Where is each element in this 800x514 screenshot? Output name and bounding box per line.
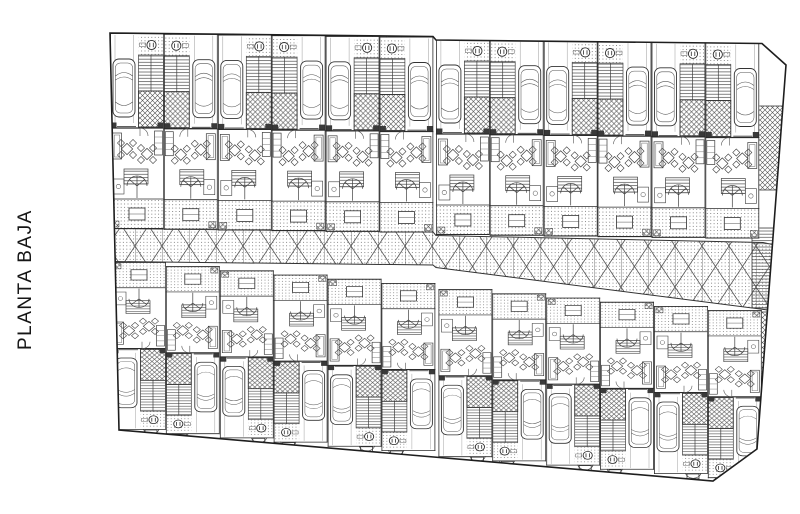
housing-unit: [489, 33, 545, 237]
housing-unit: [437, 288, 494, 463]
housing-unit: [272, 273, 329, 448]
housing-unit: [707, 309, 763, 481]
housing-unit: [653, 305, 709, 480]
site-outline: [109, 32, 787, 482]
housing-unit: [163, 33, 219, 231]
housing-unit: [217, 33, 273, 232]
housing-unit: [435, 33, 491, 236]
housing-unit: [599, 301, 655, 476]
housing-unit: [650, 35, 707, 239]
housing-unit: [378, 33, 435, 234]
housing-unit: [270, 33, 327, 232]
housing-unit: [491, 292, 547, 467]
housing-unit: [219, 269, 275, 444]
housing-unit: [704, 36, 760, 240]
housing-unit: [543, 34, 599, 238]
housing-unit: [165, 265, 221, 440]
housing-unit: [111, 261, 167, 436]
housing-unit: [326, 278, 383, 453]
housing-unit: [545, 296, 601, 471]
housing-unit: [110, 33, 165, 230]
housing-unit: [596, 34, 653, 238]
site-area: [110, 33, 786, 481]
housing-unit: [380, 282, 437, 457]
housing-unit: [324, 33, 381, 233]
